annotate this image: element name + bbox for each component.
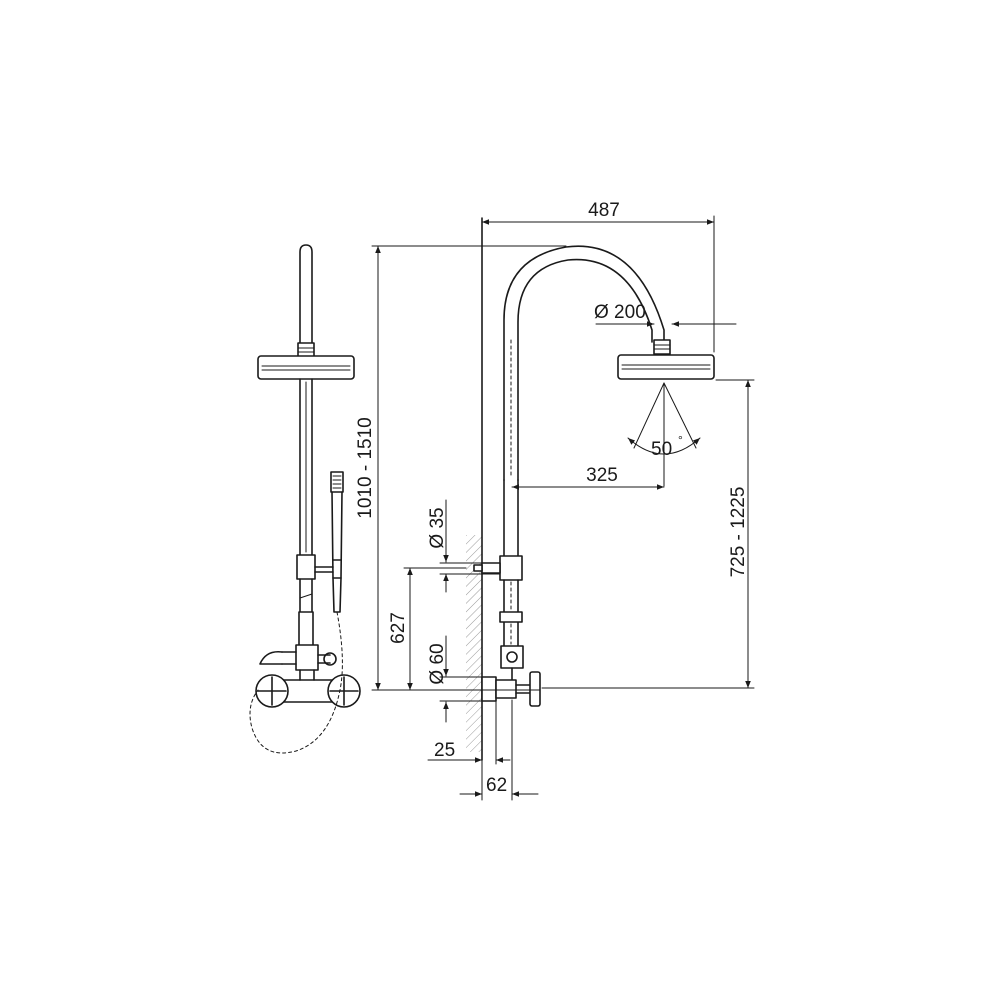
dim-flange-diameter-label: Ø 60 <box>427 643 448 684</box>
side-view: 487 Ø 200 50 ° 325 1010 - 1510 <box>355 200 755 801</box>
front-lower-rod <box>296 378 316 647</box>
dim-wall-offset-label: 25 <box>434 740 455 761</box>
dim-arm-reach-label: 325 <box>586 465 618 486</box>
dim-head-diameter-label: Ø 200 <box>594 302 646 323</box>
front-shower-head <box>257 355 355 380</box>
wall <box>466 217 483 761</box>
side-mixer <box>481 645 541 707</box>
dim-spray-angle: 50 ° <box>651 433 683 460</box>
dim-arm-reach: 325 <box>511 465 665 490</box>
dim-projection-label: 62 <box>486 775 507 796</box>
spray-cone <box>627 382 701 487</box>
side-lower-column <box>473 479 523 647</box>
dim-head-height: 725 - 1225 <box>541 379 755 689</box>
dim-connector-diameter-label: Ø 35 <box>427 507 448 548</box>
dim-total-width-label: 487 <box>588 200 620 221</box>
dim-head-height-label: 725 - 1225 <box>728 487 749 578</box>
front-view <box>249 244 361 754</box>
side-curved-arm <box>503 245 671 481</box>
front-hose <box>249 611 343 754</box>
dim-total-width: 487 <box>481 200 715 353</box>
dim-overall-height: 1010 - 1510 <box>355 245 567 691</box>
dim-spray-angle-label: 50 <box>651 439 672 460</box>
front-hand-shower <box>314 471 344 613</box>
dim-overall-height-label: 1010 - 1510 <box>355 417 376 518</box>
dim-connector-height: 627 <box>388 567 467 691</box>
side-shower-head <box>617 354 715 380</box>
front-upper-rod <box>297 244 315 358</box>
dim-wall-offset: 25 <box>427 699 511 765</box>
dim-connector-height-label: 627 <box>388 612 409 644</box>
dim-spray-angle-unit: ° <box>678 433 683 447</box>
front-mixer <box>255 644 361 708</box>
dim-flange-diameter: Ø 60 <box>427 635 483 723</box>
dim-projection: 62 <box>459 699 539 801</box>
dim-head-diameter: Ø 200 <box>594 302 737 327</box>
dim-connector-diameter: Ø 35 <box>427 499 501 593</box>
